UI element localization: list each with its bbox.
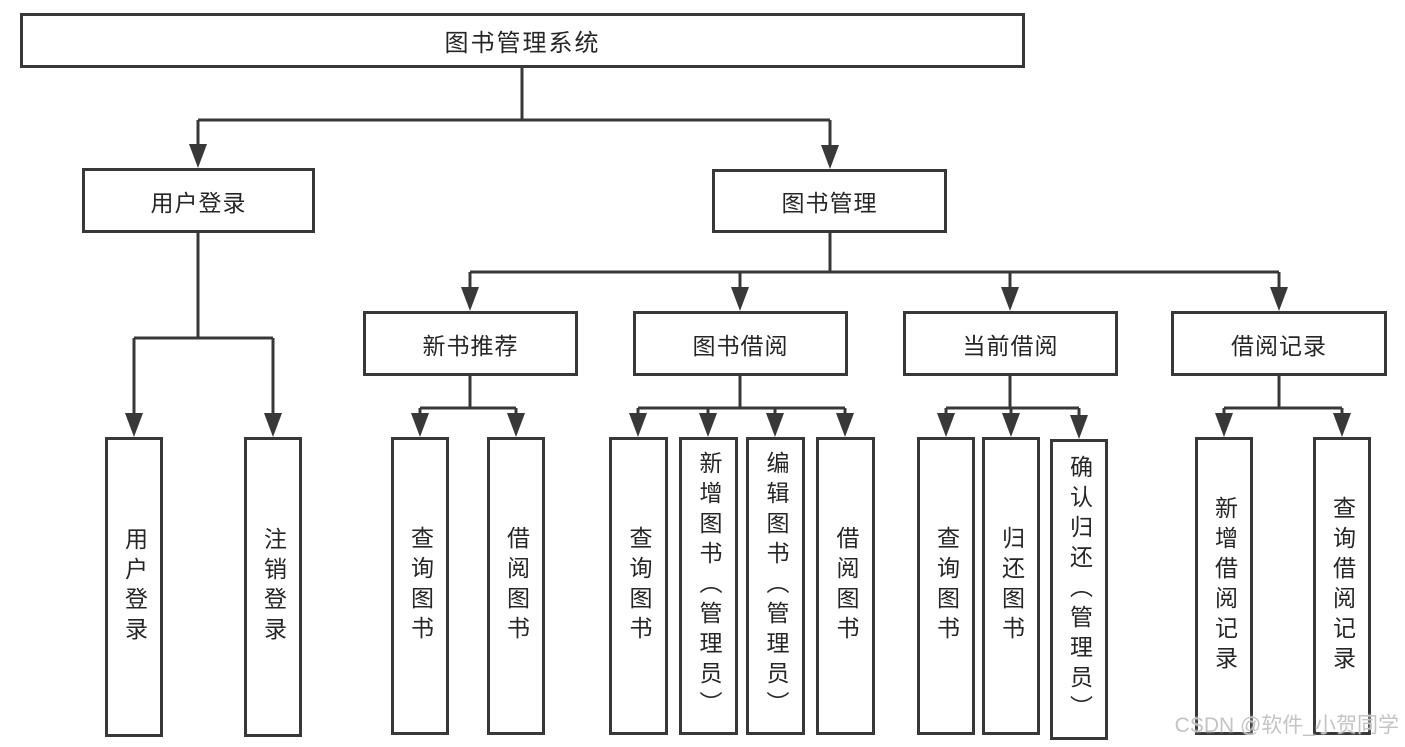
node-label: 图书管理 (781, 190, 878, 216)
node-label: 查询借阅记录 (1329, 496, 1356, 676)
tree-edges (132, 68, 1344, 435)
leaf-return-books: 归还图书 (982, 437, 1040, 735)
node-label: 图书管理系统 (444, 30, 601, 57)
node-label: 图书借阅 (692, 332, 789, 359)
node-label: 借阅记录 (1231, 332, 1327, 359)
edge-book-borrowing-children (636, 376, 847, 433)
node-current-borrowing: 当前借阅 (903, 311, 1118, 376)
watermark: CSDN @软件_小贺同学 (1174, 714, 1399, 737)
down-arrowheads (125, 144, 1351, 439)
node-label: 查询图书 (407, 526, 434, 646)
edge-user-login-children (132, 233, 275, 433)
node-label: 借阅图书 (503, 526, 530, 646)
leaf-query-books-recommend: 查询图书 (391, 437, 449, 735)
leaf-add-books-admin: 新增图书（管理员） (679, 437, 738, 735)
edge-root-to-level2 (196, 68, 832, 164)
node-user-login: 用户登录 (82, 168, 315, 233)
node-label: 编辑图书（管理员） (763, 451, 789, 721)
node-label: 新增图书（管理员） (696, 451, 722, 721)
node-label: 用户登录 (121, 527, 148, 647)
node-label: 新书推荐 (422, 332, 519, 359)
edge-book-management-children (468, 233, 1281, 307)
leaf-confirm-return-admin: 确认归还（管理员） (1050, 439, 1108, 740)
node-label: 用户登录 (150, 189, 247, 216)
node-borrowing-records: 借阅记录 (1171, 311, 1387, 376)
node-label: 确认归还（管理员） (1066, 454, 1093, 725)
edge-new-book-recommend-children (418, 376, 518, 433)
leaf-edit-books-admin: 编辑图书（管理员） (746, 437, 805, 735)
node-label: 注销登录 (260, 527, 287, 647)
leaf-query-books-current: 查询图书 (917, 437, 975, 735)
node-label: 查询图书 (933, 526, 960, 646)
node-book-management: 图书管理 (712, 169, 947, 233)
node-library-system: 图书管理系统 (20, 13, 1025, 68)
node-label: 新增借阅记录 (1211, 496, 1238, 676)
node-new-book-recommend: 新书推荐 (363, 311, 578, 376)
leaf-query-borrow-record: 查询借阅记录 (1313, 437, 1371, 735)
node-book-borrowing: 图书借阅 (633, 311, 848, 376)
leaf-user-login: 用户登录 (105, 437, 163, 737)
leaf-logout: 注销登录 (244, 437, 302, 737)
node-label: 借阅图书 (833, 526, 859, 646)
leaf-query-books-borrowing: 查询图书 (609, 437, 668, 735)
leaf-add-borrow-record: 新增借阅记录 (1195, 437, 1253, 735)
node-label: 查询图书 (626, 526, 652, 646)
leaf-borrow-books-borrowing: 借阅图书 (816, 437, 875, 735)
node-label: 归还图书 (998, 526, 1025, 646)
node-label: 当前借阅 (962, 332, 1059, 359)
leaf-borrow-books-recommend: 借阅图书 (487, 437, 545, 735)
edge-borrowing-records-children (1222, 376, 1344, 433)
